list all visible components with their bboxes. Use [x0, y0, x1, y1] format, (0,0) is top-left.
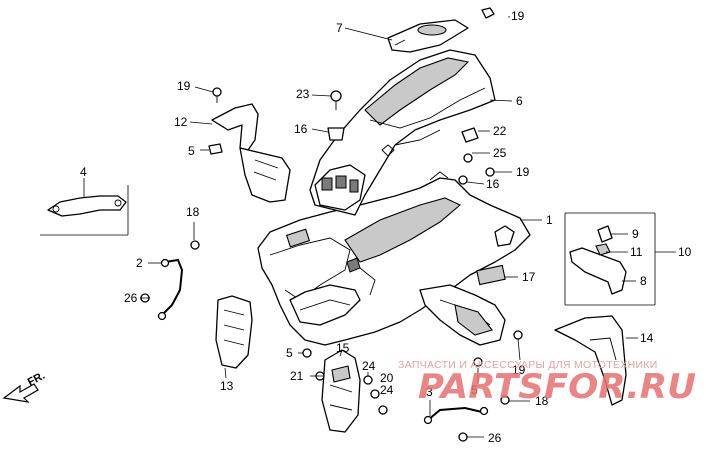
watermark-logo: PARTSFOR.RU: [418, 367, 696, 407]
callout-26-bottom: 26: [488, 431, 502, 445]
rod-part-3: [423, 406, 489, 425]
front-fender-part-1: [257, 171, 531, 346]
sticker-part-17: [476, 264, 506, 286]
tube-part-2: [157, 258, 184, 321]
callout-9: 9: [632, 227, 639, 241]
callout-16-upper: 16: [294, 122, 308, 136]
callout-25: 25: [493, 146, 507, 160]
watermark: ЗАПЧАСТИ И АКСЕССУАРЫ ДЛЯ МОТОТЕХНИКИ PA…: [398, 359, 696, 407]
callout-19-lower: 19: [512, 363, 526, 377]
callout-11: 11: [630, 245, 643, 259]
panel-part-13: [215, 295, 253, 369]
arrow-icon: [2, 383, 39, 403]
callout-17: 17: [522, 270, 536, 284]
callout-16-lower: 16: [486, 177, 500, 191]
callout-22: 22: [493, 124, 507, 138]
bracket-part-4: [40, 185, 129, 236]
callout-10: 10: [678, 245, 692, 259]
callout-4: 4: [80, 165, 87, 179]
callout-24-lower: 24: [380, 383, 394, 397]
callout-15: 15: [336, 341, 350, 355]
callout-13: 13: [220, 379, 234, 393]
callout-12: 12: [174, 115, 188, 129]
callout-19-right: 19: [516, 165, 530, 179]
callout-8: 8: [640, 274, 647, 288]
callout-21: 21: [290, 369, 304, 383]
callout-5-left: 5: [188, 144, 195, 158]
callout-7: 7: [336, 21, 343, 35]
clip-assembly-part-10: [564, 212, 656, 306]
callout-18-left: 18: [186, 205, 200, 219]
callout-19-top: ·19: [507, 9, 525, 23]
watermark-caption: ЗАПЧАСТИ И АКСЕССУАРЫ ДЛЯ МОТОТЕХНИКИ: [398, 359, 658, 371]
direction-label: FR.: [26, 370, 47, 389]
lid-part-7: [387, 19, 469, 53]
top-console-part-6: [309, 49, 496, 216]
callout-5-right: 5: [471, 383, 478, 397]
callout-19-left: 19: [177, 79, 191, 93]
guard-part-14: [554, 315, 627, 406]
callout-6: 6: [516, 94, 523, 108]
callout-14: 14: [640, 331, 654, 345]
front-direction-indicator: FR.: [2, 370, 47, 403]
callout-20: 20: [380, 371, 394, 385]
callout-2: 2: [136, 256, 143, 270]
callout-18-right: 18: [535, 394, 549, 408]
flap-part-12: [211, 103, 291, 203]
callout-23: 23: [296, 87, 310, 101]
callout-1: 1: [546, 213, 553, 227]
callout-5-mid: 5: [286, 346, 293, 360]
callout-labels: 7 ·19 19 23 6 12 16 22 5 25 19 16 4 1 9 …: [80, 9, 692, 445]
callout-3: 3: [426, 385, 433, 399]
callout-26-left: 26: [124, 291, 138, 305]
fastener-group: [140, 7, 523, 442]
callout-24-upper: 24: [362, 359, 376, 373]
leader-lines: [83, 27, 676, 438]
bracket-part-15: [321, 349, 361, 433]
